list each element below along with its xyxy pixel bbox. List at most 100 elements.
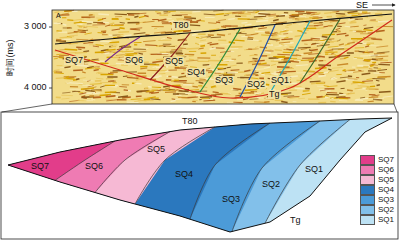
seismic-trace — [185, 93, 191, 94]
seismic-trace — [118, 96, 128, 97]
seismic-trace — [176, 95, 182, 96]
seismic-trace — [378, 64, 390, 66]
seismic-trace — [203, 100, 215, 102]
seismic-trace — [56, 96, 61, 98]
seismic-trace — [108, 43, 118, 44]
seismic-trace — [241, 22, 247, 24]
seismic-trace — [247, 12, 255, 14]
seismic-trace — [213, 91, 219, 93]
seismic-trace — [106, 78, 113, 80]
seismic-trace — [319, 74, 325, 76]
seismic-trace — [170, 100, 175, 102]
seismic-trace — [271, 60, 280, 62]
seismic-trace — [91, 98, 95, 100]
seismic-trace — [203, 64, 210, 66]
seismic-trace — [356, 98, 369, 99]
legend-text: SQ5 — [378, 176, 394, 184]
legend-swatch — [360, 165, 375, 175]
seismic-trace — [336, 15, 347, 17]
seismic-trace — [291, 61, 299, 63]
seismic-trace — [79, 77, 85, 79]
seismic-trace — [325, 38, 334, 39]
seismic-trace — [62, 92, 70, 94]
seismic-trace — [368, 70, 376, 72]
seismic-trace — [278, 58, 282, 60]
seismic-traces — [53, 10, 393, 103]
seismic-trace — [177, 96, 181, 98]
seismic-trace — [316, 43, 321, 44]
seismic-trace — [61, 98, 69, 100]
seismic-trace — [149, 92, 153, 94]
seismic-trace — [130, 28, 142, 29]
seismic-trace — [317, 86, 325, 87]
seismic-trace — [372, 78, 385, 79]
seismic-trace — [272, 35, 277, 37]
seismic-trace — [376, 80, 379, 82]
seismic-trace — [215, 13, 223, 15]
seismic-trace — [378, 68, 381, 69]
seismic-trace — [183, 83, 194, 84]
seismic-trace — [86, 26, 98, 28]
seismic-trace — [351, 83, 358, 84]
seismic-trace — [355, 100, 363, 102]
seismic-trace — [89, 95, 94, 97]
seismic-trace — [144, 98, 150, 100]
seismic-trace — [111, 46, 117, 48]
seismic-trace — [65, 10, 74, 11]
seismic-trace — [358, 13, 371, 14]
sequence-fill — [8, 121, 320, 232]
seismic-trace — [336, 81, 345, 82]
seismic-trace — [92, 24, 105, 25]
seismic-trace — [196, 20, 201, 21]
seismic-trace — [324, 26, 329, 28]
seismic-trace — [332, 48, 344, 49]
axis-tick — [49, 27, 52, 28]
seismic-trace — [355, 18, 363, 19]
seismic-trace — [200, 45, 205, 47]
seismic-trace — [154, 32, 166, 33]
seismic-trace — [274, 71, 280, 73]
seismic-trace — [304, 52, 313, 54]
seismic-trace — [346, 71, 353, 72]
seismic-trace — [324, 85, 329, 87]
seismic-trace — [74, 21, 83, 23]
seismic-trace — [295, 35, 302, 37]
seismic-trace — [72, 91, 80, 92]
seismic-trace — [351, 38, 363, 40]
sequence-label: SQ1 — [305, 165, 323, 174]
seismic-trace — [360, 33, 372, 34]
seismic-trace — [378, 76, 391, 78]
legend-text: SQ6 — [378, 166, 394, 174]
seismic-trace — [120, 27, 125, 29]
seismic-trace — [324, 72, 329, 73]
seismic-trace — [289, 46, 293, 48]
seismic-trace — [98, 32, 103, 33]
seismic-trace — [151, 53, 162, 55]
seismic-trace — [134, 44, 137, 45]
seismic-trace — [158, 19, 167, 20]
seismic-trace — [82, 30, 88, 32]
horizon-label: Tg — [268, 90, 281, 99]
seismic-trace — [314, 24, 323, 26]
legend-text: SQ3 — [378, 196, 394, 204]
seismic-trace — [369, 45, 380, 47]
seismic-trace — [69, 35, 78, 37]
seismic-trace — [189, 51, 196, 52]
seismic-trace — [105, 52, 110, 54]
seismic-trace — [126, 18, 130, 20]
seismic-trace — [163, 90, 174, 91]
seismic-trace — [316, 83, 325, 84]
seismic-trace — [106, 49, 116, 51]
seismic-trace — [76, 39, 88, 41]
seismic-trace — [96, 17, 101, 18]
seismic-trace — [96, 72, 99, 73]
seismic-trace — [154, 28, 157, 29]
seismic-trace — [143, 41, 156, 42]
seismic-trace — [289, 76, 298, 77]
seismic-trace — [244, 74, 247, 76]
seismic-trace — [54, 58, 58, 60]
seismic-trace — [230, 46, 242, 48]
seismic-trace — [300, 16, 306, 17]
seismic-trace — [370, 19, 376, 20]
seismic-trace — [230, 65, 237, 66]
